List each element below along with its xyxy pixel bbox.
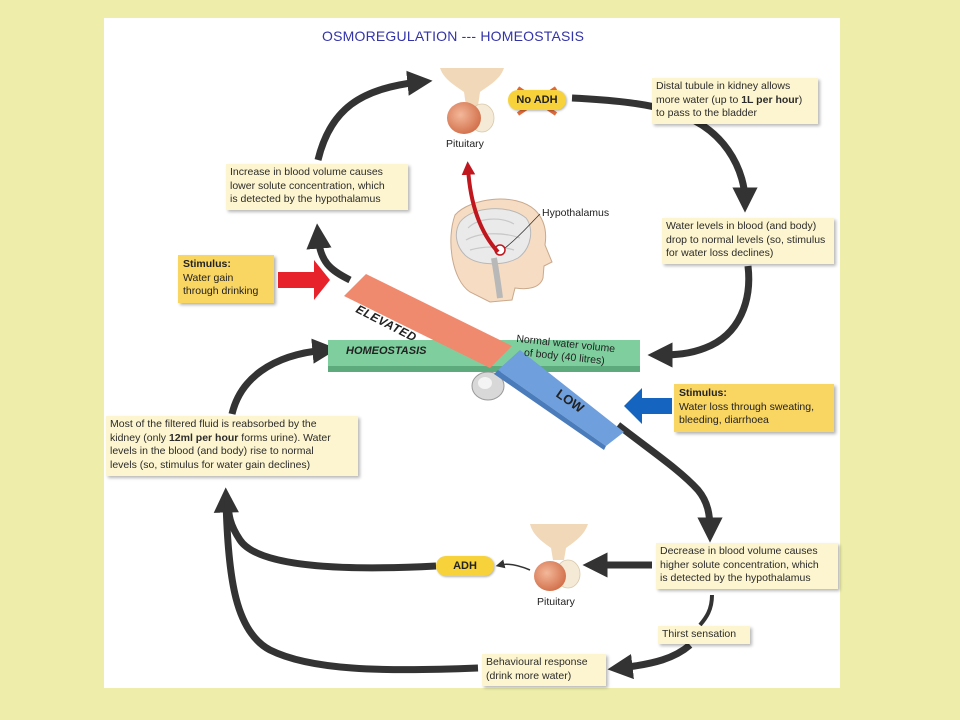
distal-tubule-note: Distal tubule in kidney allows more wate…: [652, 78, 818, 124]
stimulus-loss-box: Stimulus: Water loss through sweating, b…: [674, 384, 834, 432]
homeostasis-plate-edge: [328, 366, 640, 372]
water-drop-note: Water levels in blood (and body) drop to…: [662, 218, 834, 264]
arrow-hypothalamus-to-pituitary: [461, 161, 500, 254]
stimulus-gain-arrow: [278, 260, 330, 300]
arrow-reabsorb-to-homeostasis: [228, 338, 338, 415]
arrow-pituitary-to-adh: [495, 559, 531, 571]
arrow-behaviour-to-reabsorb: [213, 487, 479, 674]
arrow-increase-to-pituitary: [314, 70, 433, 161]
pituitary-bottom-icon: [530, 524, 588, 591]
pituitary-top-label: Pituitary: [446, 138, 484, 150]
arrow-low-to-decrease: [615, 422, 723, 543]
arrow-thirst-to-behaviour: [607, 642, 693, 680]
adh-badge: ADH: [436, 556, 494, 576]
behaviour-note: Behavioural response (drink more water): [482, 654, 606, 686]
hypothalamus-label: Hypothalamus: [542, 207, 610, 219]
pituitary-bottom-label: Pituitary: [537, 596, 575, 608]
no-adh-badge: No ADH: [508, 90, 566, 110]
pituitary-top-icon: [440, 68, 504, 134]
arrow-noadh-to-distal: [571, 94, 758, 213]
arrow-adh-to-reabsorb: [224, 497, 437, 572]
increase-volume-note: Increase in blood volume causes lower so…: [226, 164, 408, 210]
stimulus-gain-box: Stimulus: Water gain through drinking: [178, 255, 274, 303]
head-brain-icon: [450, 198, 553, 303]
arrow-decrease-to-thirst: [698, 594, 714, 627]
arrow-drop-to-normal: [647, 265, 753, 368]
stimulus-loss-arrow: [624, 388, 672, 424]
reabsorb-note: Most of the filtered fluid is reabsorbed…: [106, 416, 358, 476]
adh-label: ADH: [453, 560, 477, 572]
elevated-bar: [344, 274, 512, 368]
homeostasis-label: HOMEOSTASIS: [346, 345, 427, 357]
arrow-elevated-to-increase: [306, 223, 352, 284]
low-bar: [498, 350, 624, 446]
decrease-volume-note: Decrease in blood volume causes higher s…: [656, 543, 838, 589]
page-title: OSMOREGULATION --- HOMEOSTASIS: [322, 28, 585, 44]
seesaw: [328, 274, 640, 450]
thirst-note: Thirst sensation: [658, 626, 750, 644]
no-adh-label: No ADH: [516, 94, 558, 106]
